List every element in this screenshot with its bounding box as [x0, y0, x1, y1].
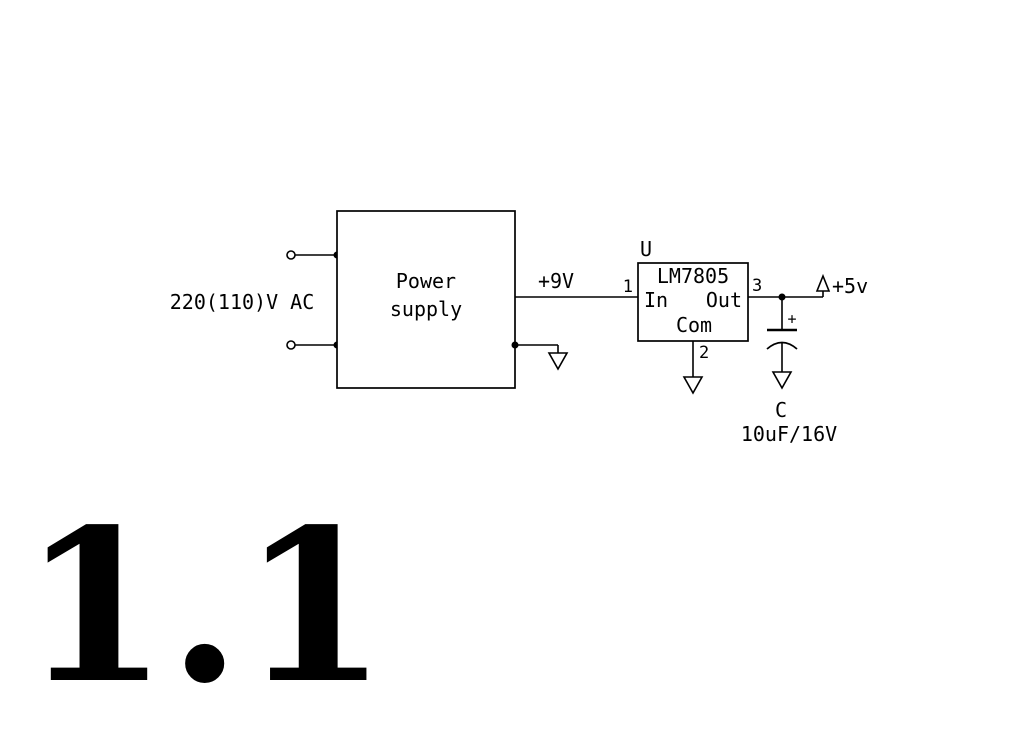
ground-icon [682, 376, 704, 395]
power-supply-block: Power supply [336, 210, 516, 389]
cap-plate-negative [766, 341, 798, 350]
output-5v-label: +5v [832, 274, 868, 298]
capacitor-branch: + C 10uF/16V [741, 297, 837, 446]
ac-input-terminals: 220(110)V AC [170, 250, 341, 350]
ac-input-label: 220(110)V AC [170, 290, 315, 314]
figure-number: 1.1 [22, 483, 387, 730]
regulator-pin-com-label: Com [676, 313, 712, 337]
regulator-part-label: LM7805 [657, 264, 729, 288]
power-supply-ground [511, 341, 569, 371]
regulator-block: U LM7805 In Out Com [637, 237, 749, 342]
ac-terminal-bottom-icon [286, 340, 296, 350]
capacitor-designator: C [775, 398, 787, 422]
capacitor-value: 10uF/16V [741, 422, 837, 446]
regulator-pin1-number: 1 [623, 277, 633, 297]
power-supply-box [336, 210, 516, 389]
wire-9v: +9V 1 [515, 269, 638, 298]
regulator-ground: 2 [682, 341, 709, 395]
regulator-pin-in-label: In [644, 288, 668, 312]
output-5v: 3 +5v [748, 273, 868, 301]
regulator-designator: U [640, 237, 652, 261]
ac-terminal-top-icon [286, 250, 296, 260]
regulator-pin2-number: 2 [699, 343, 709, 363]
regulator-pin-out-label: Out [706, 288, 742, 312]
power-supply-label-line1: Power [396, 269, 456, 293]
voltage-arrow-icon [815, 273, 831, 292]
cap-polarity-label: + [787, 310, 796, 328]
power-supply-label-line2: supply [390, 297, 462, 321]
wire-9v-label: +9V [538, 269, 574, 293]
regulator-box [637, 262, 749, 342]
ground-icon [547, 352, 569, 371]
regulator-pin3-number: 3 [752, 276, 762, 296]
ground-icon [771, 371, 793, 390]
